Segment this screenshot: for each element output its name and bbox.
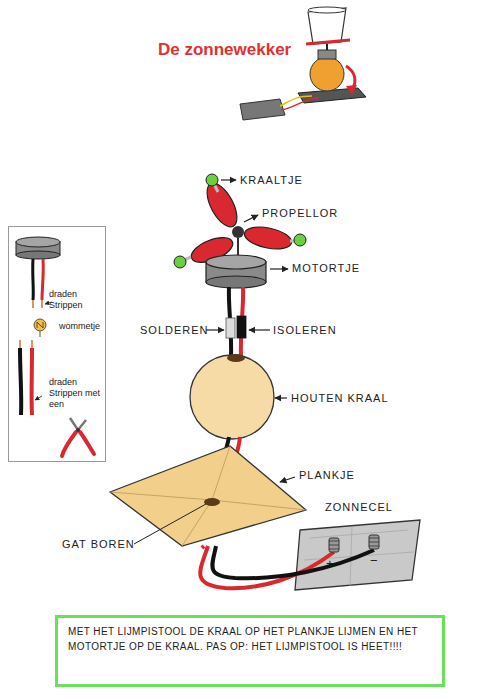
motor-bottom [206, 276, 266, 288]
propeller-blade [188, 232, 236, 267]
motor-small [318, 50, 336, 59]
propeller-blade [201, 179, 243, 232]
skewer [290, 240, 298, 243]
black-wire [229, 287, 231, 358]
green-bead [294, 234, 306, 246]
skewer [184, 257, 191, 260]
wood-bead [190, 355, 274, 439]
red-wire [241, 287, 243, 358]
leader-arrow [221, 179, 236, 180]
part-label: PLANKJE [299, 469, 355, 481]
propeller-small [306, 40, 350, 44]
axle [326, 44, 328, 50]
propeller-blade [242, 223, 293, 253]
leader-arrow [275, 397, 287, 398]
wire-small [280, 96, 312, 106]
rotation-arrow [346, 66, 355, 90]
plank [110, 446, 306, 546]
propeller-hub [232, 226, 244, 238]
leader-arrow [244, 215, 258, 222]
inset-note: wommetje [59, 321, 105, 332]
axle [237, 238, 239, 258]
leader-arrow [280, 477, 295, 482]
note-text: MET HET LIJMPISTOOL DE KRAAL OP HET PLAN… [68, 625, 432, 654]
cup [308, 8, 346, 44]
warning-note: MET HET LIJMPISTOOL DE KRAAL OP HET PLAN… [55, 615, 445, 687]
skewer [214, 184, 218, 192]
inset-panel: draden Strippen wommetje draden Strippen m… [8, 226, 106, 462]
inset-note: draden Strippen met een [49, 377, 103, 409]
green-bead [206, 174, 218, 186]
title-text: De zonnewekker [158, 40, 291, 60]
part-label: ISOLEREN [273, 324, 337, 336]
red-wire [218, 437, 240, 500]
solar-cell-panel [295, 520, 420, 590]
polarity-sign: + [326, 556, 334, 572]
part-label: KRAALTJE [240, 174, 303, 186]
part-label: ZONNECEL [325, 501, 393, 514]
leader-arrow [206, 329, 224, 330]
drilled-hole [204, 498, 220, 506]
bead-hole [227, 354, 245, 362]
part-label: PROPELLOR [262, 207, 338, 219]
wood-bead-small [310, 57, 344, 91]
part-label: SOLDEREN [140, 324, 209, 336]
red-wire [202, 546, 204, 548]
motor-body [206, 262, 266, 282]
part-label: GAT BOREN [62, 538, 135, 550]
cup-rim [308, 7, 346, 13]
part-label: HOUTEN KRAAL [291, 392, 389, 404]
solar-cell-small [240, 99, 285, 120]
motor-top [206, 255, 266, 269]
base-board [298, 88, 366, 103]
leader-line [134, 504, 206, 544]
polarity-sign: − [370, 553, 378, 569]
green-bead [174, 256, 186, 268]
part-label: MOTORTJE [292, 262, 360, 274]
black-wire [210, 437, 229, 500]
plank-fold-lines [110, 446, 306, 546]
solder-joint [226, 318, 235, 338]
solar-cell: ZONNECEL + − [290, 498, 430, 598]
leader-arrow [249, 329, 270, 330]
leader-arrow [270, 268, 288, 269]
cell-grid [304, 526, 414, 586]
wire-small [281, 98, 318, 110]
heat-shrink [237, 316, 246, 338]
rotation-arrow-head [346, 85, 357, 95]
inset-note: draden Strippen [49, 289, 101, 311]
